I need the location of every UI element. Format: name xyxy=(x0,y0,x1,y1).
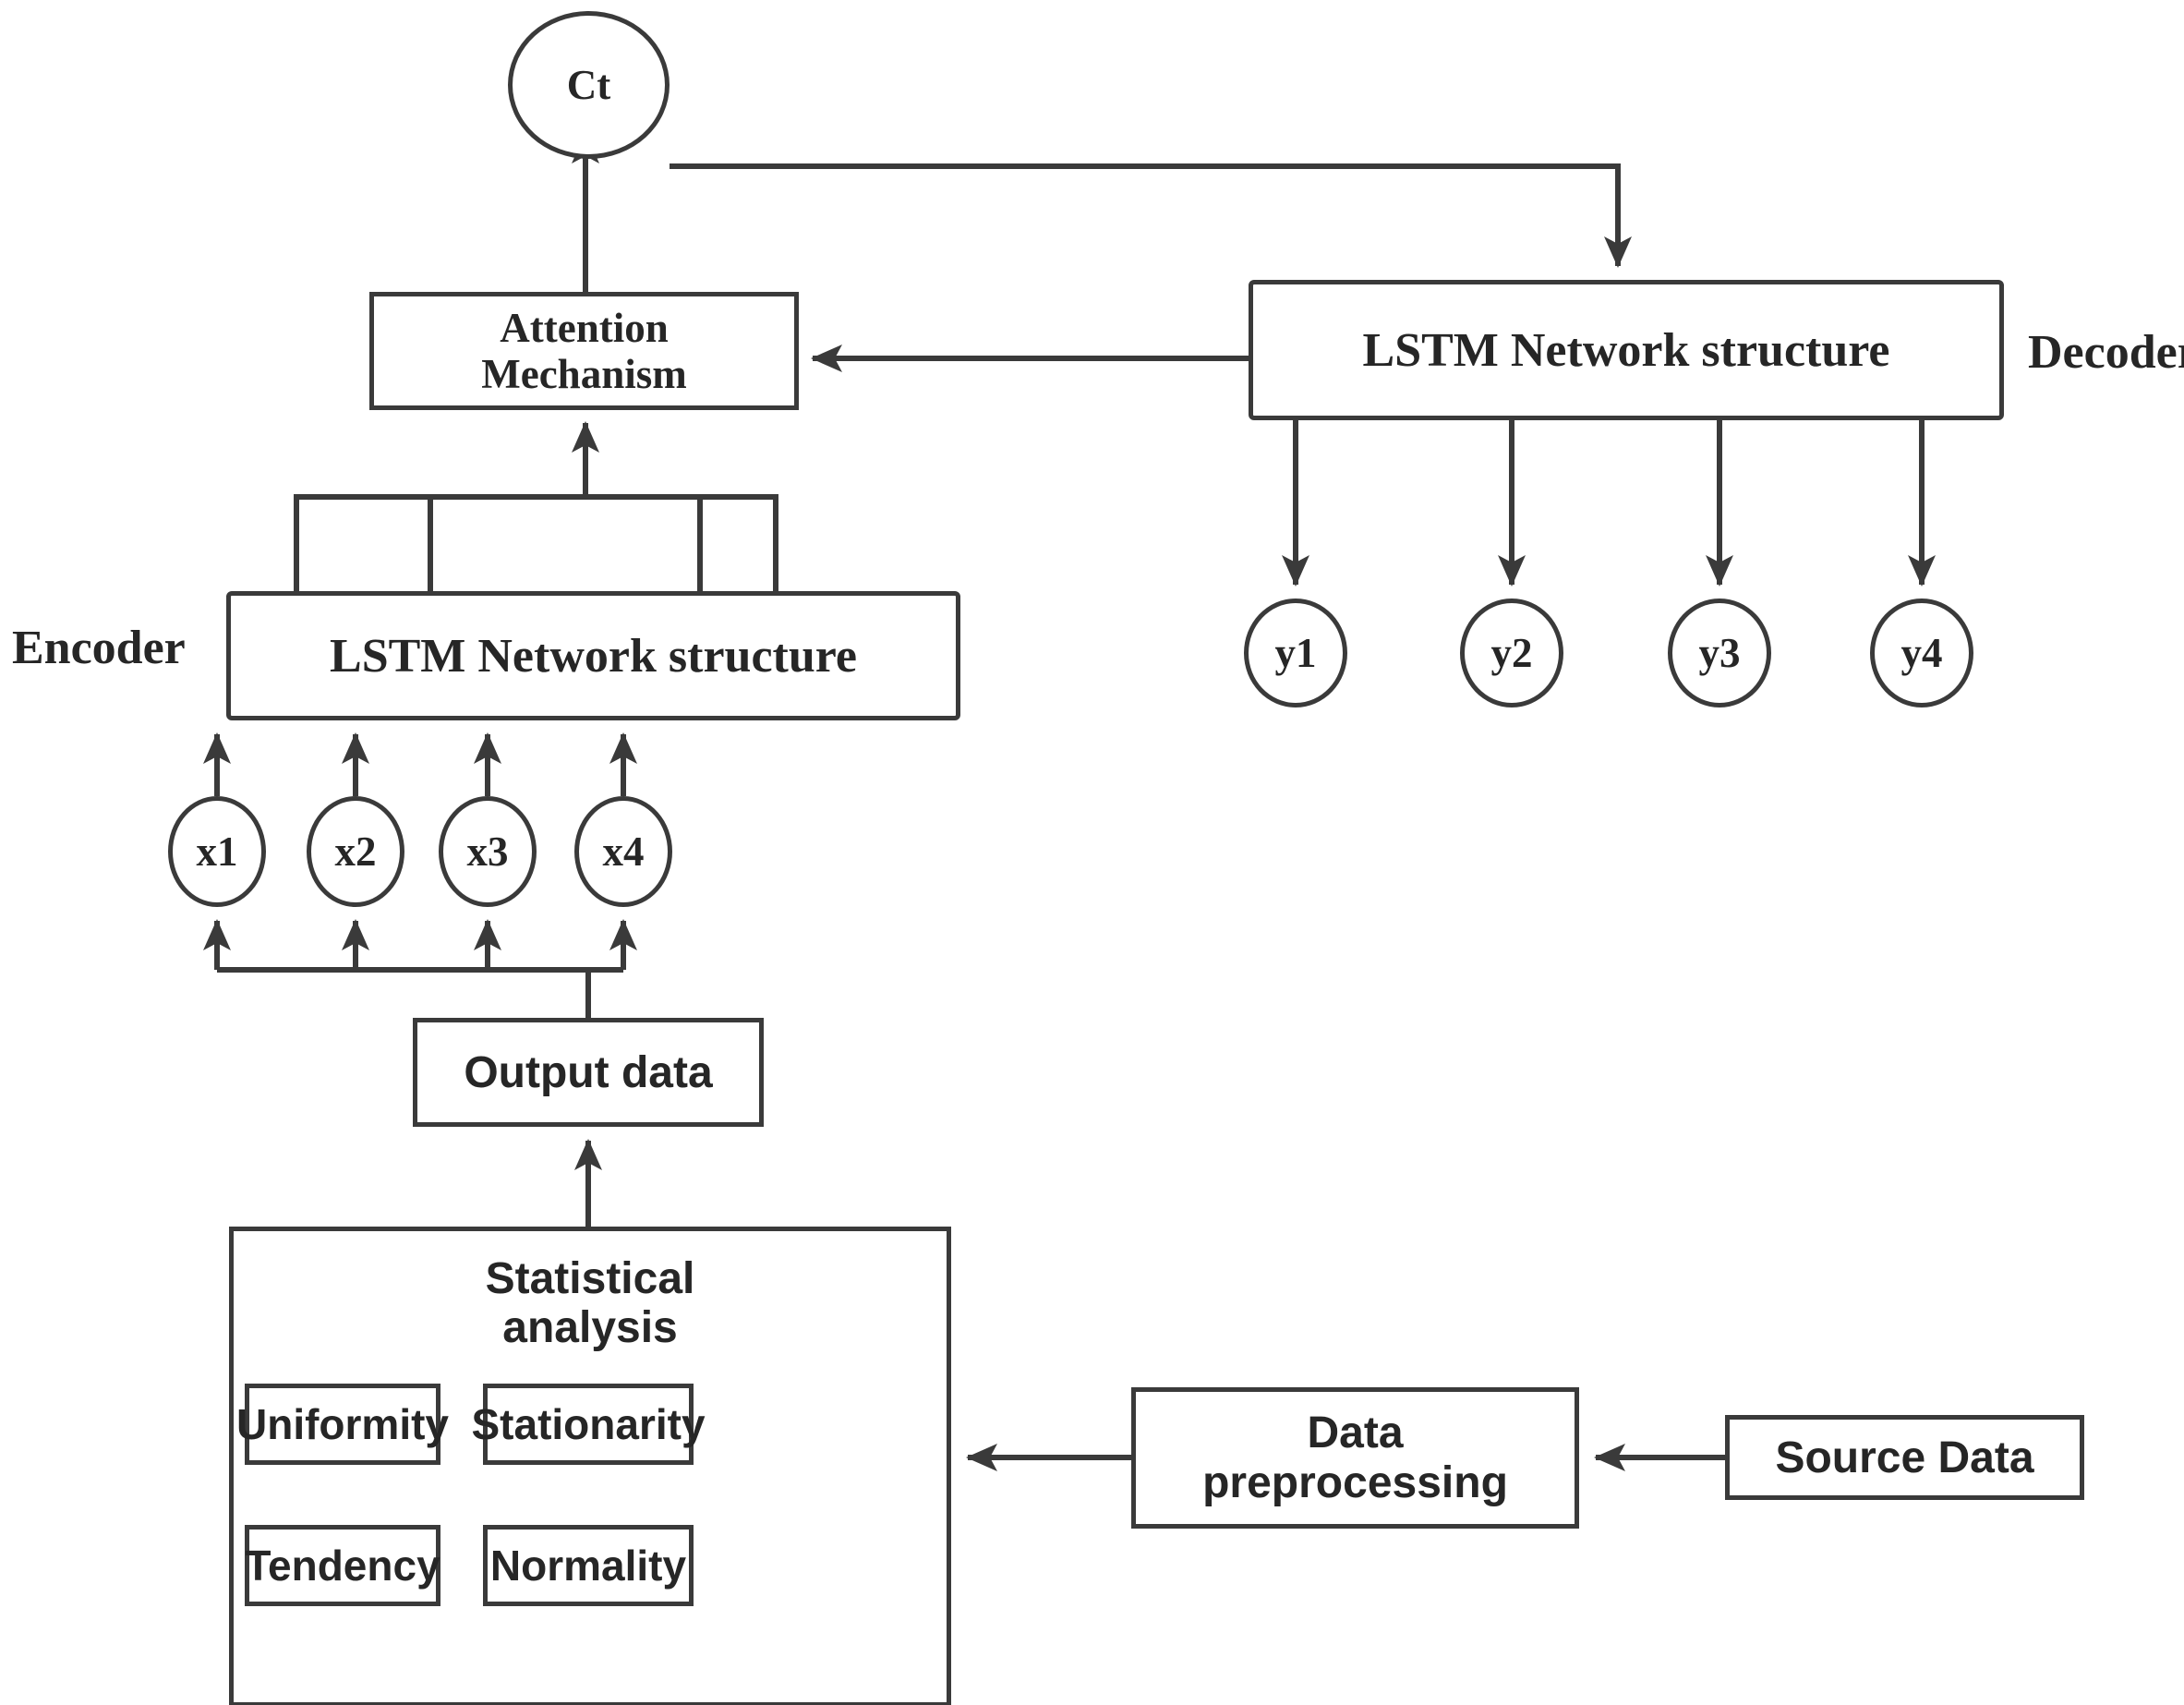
preprocessing-label-line2: preprocessing xyxy=(1202,1457,1508,1507)
source-data-label: Source Data xyxy=(1775,1433,2034,1482)
node-data-preprocessing[interactable]: Data preprocessing xyxy=(1131,1387,1579,1529)
node-x1[interactable]: x1 xyxy=(168,796,266,907)
attention-label-line2: Mechanism xyxy=(481,351,687,397)
node-y2[interactable]: y2 xyxy=(1460,599,1563,707)
node-decoder-lstm[interactable]: LSTM Network structure xyxy=(1249,280,2004,420)
node-output-data[interactable]: Output data xyxy=(413,1018,764,1127)
node-x4-label: x4 xyxy=(602,828,645,875)
node-x2-label: x2 xyxy=(334,828,377,875)
node-source-data[interactable]: Source Data xyxy=(1725,1415,2084,1500)
node-encoder-lstm[interactable]: LSTM Network structure xyxy=(226,591,960,720)
node-statistical-analysis[interactable]: Statistical analysis Uniformity Stationa… xyxy=(229,1227,951,1705)
node-y2-label: y2 xyxy=(1490,630,1533,676)
node-y1-label: y1 xyxy=(1274,630,1317,676)
stationarity-label: Stationarity xyxy=(471,1400,706,1448)
uniformity-label: Uniformity xyxy=(236,1400,449,1448)
decoder-lstm-label: LSTM Network structure xyxy=(1362,323,1890,377)
node-stationarity[interactable]: Stationarity xyxy=(471,1384,706,1465)
node-x2[interactable]: x2 xyxy=(307,796,404,907)
output-data-label: Output data xyxy=(464,1047,713,1097)
node-y4[interactable]: y4 xyxy=(1870,599,1973,707)
node-y4-label: y4 xyxy=(1900,630,1943,676)
tendency-label: Tendency xyxy=(245,1542,440,1590)
node-y1[interactable]: y1 xyxy=(1244,599,1347,707)
node-y3-label: y3 xyxy=(1698,630,1741,676)
node-x4[interactable]: x4 xyxy=(574,796,672,907)
normality-label: Normality xyxy=(489,1542,687,1590)
node-ct[interactable]: Ct xyxy=(508,11,670,159)
node-x3-label: x3 xyxy=(466,828,509,875)
stat-title-line2: analysis xyxy=(502,1302,678,1352)
node-x1-label: x1 xyxy=(196,828,238,875)
attention-label-line1: Attention xyxy=(500,304,669,351)
node-uniformity[interactable]: Uniformity xyxy=(236,1384,449,1465)
node-normality[interactable]: Normality xyxy=(483,1525,694,1606)
encoder-lstm-label: LSTM Network structure xyxy=(330,629,857,683)
node-attention-mechanism[interactable]: Attention Mechanism xyxy=(369,292,799,410)
node-x3[interactable]: x3 xyxy=(439,796,537,907)
label-decoder: Decoder xyxy=(2028,326,2184,379)
edge-ct-to-decoder xyxy=(670,163,1632,268)
preprocessing-label-line1: Data xyxy=(1307,1408,1404,1457)
statistical-analysis-title: Statistical analysis xyxy=(234,1254,947,1353)
stat-title-line1: Statistical xyxy=(485,1254,695,1303)
label-encoder: Encoder xyxy=(12,622,186,674)
node-y3[interactable]: y3 xyxy=(1668,599,1771,707)
node-tendency[interactable]: Tendency xyxy=(245,1525,440,1606)
node-ct-label: Ct xyxy=(566,62,611,108)
